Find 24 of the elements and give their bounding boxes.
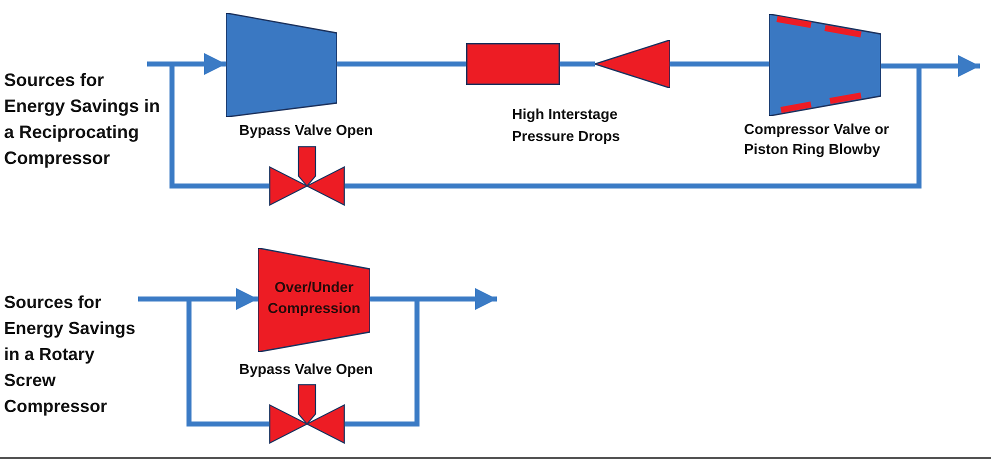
reducer-symbol bbox=[595, 40, 670, 88]
restriction-symbol bbox=[466, 43, 560, 85]
valve-caption: Bypass Valve Open bbox=[239, 361, 373, 380]
compressor-symbol bbox=[769, 14, 881, 116]
flow-arrow bbox=[417, 288, 497, 310]
section-heading: Sources for Energy Savings in a Rotary Screw Compressor bbox=[4, 289, 138, 419]
flow-arrow bbox=[172, 53, 226, 75]
flow-line bbox=[345, 66, 922, 188]
valve-caption: Bypass Valve Open bbox=[239, 122, 373, 141]
flow-line bbox=[337, 62, 466, 66]
compressor-symbol bbox=[226, 13, 337, 117]
valve-symbol bbox=[269, 146, 345, 206]
section-heading: Sources for Energy Savings in a Reciprocating Compressor bbox=[4, 67, 165, 171]
pressure-drop-caption: High Interstage Pressure Drops bbox=[512, 106, 621, 147]
flow-line bbox=[560, 62, 595, 66]
valve-symbol bbox=[269, 384, 345, 444]
flow-line bbox=[881, 64, 919, 68]
flow-line bbox=[370, 296, 417, 302]
flow-line bbox=[670, 62, 769, 66]
compressor-label: Over/Under Compression bbox=[266, 279, 362, 319]
flow-line bbox=[186, 299, 269, 426]
compressor-caption: Compressor Valve or Piston Ring Blowby bbox=[744, 121, 890, 160]
flow-line bbox=[345, 299, 420, 426]
flow-arrow bbox=[919, 55, 980, 77]
